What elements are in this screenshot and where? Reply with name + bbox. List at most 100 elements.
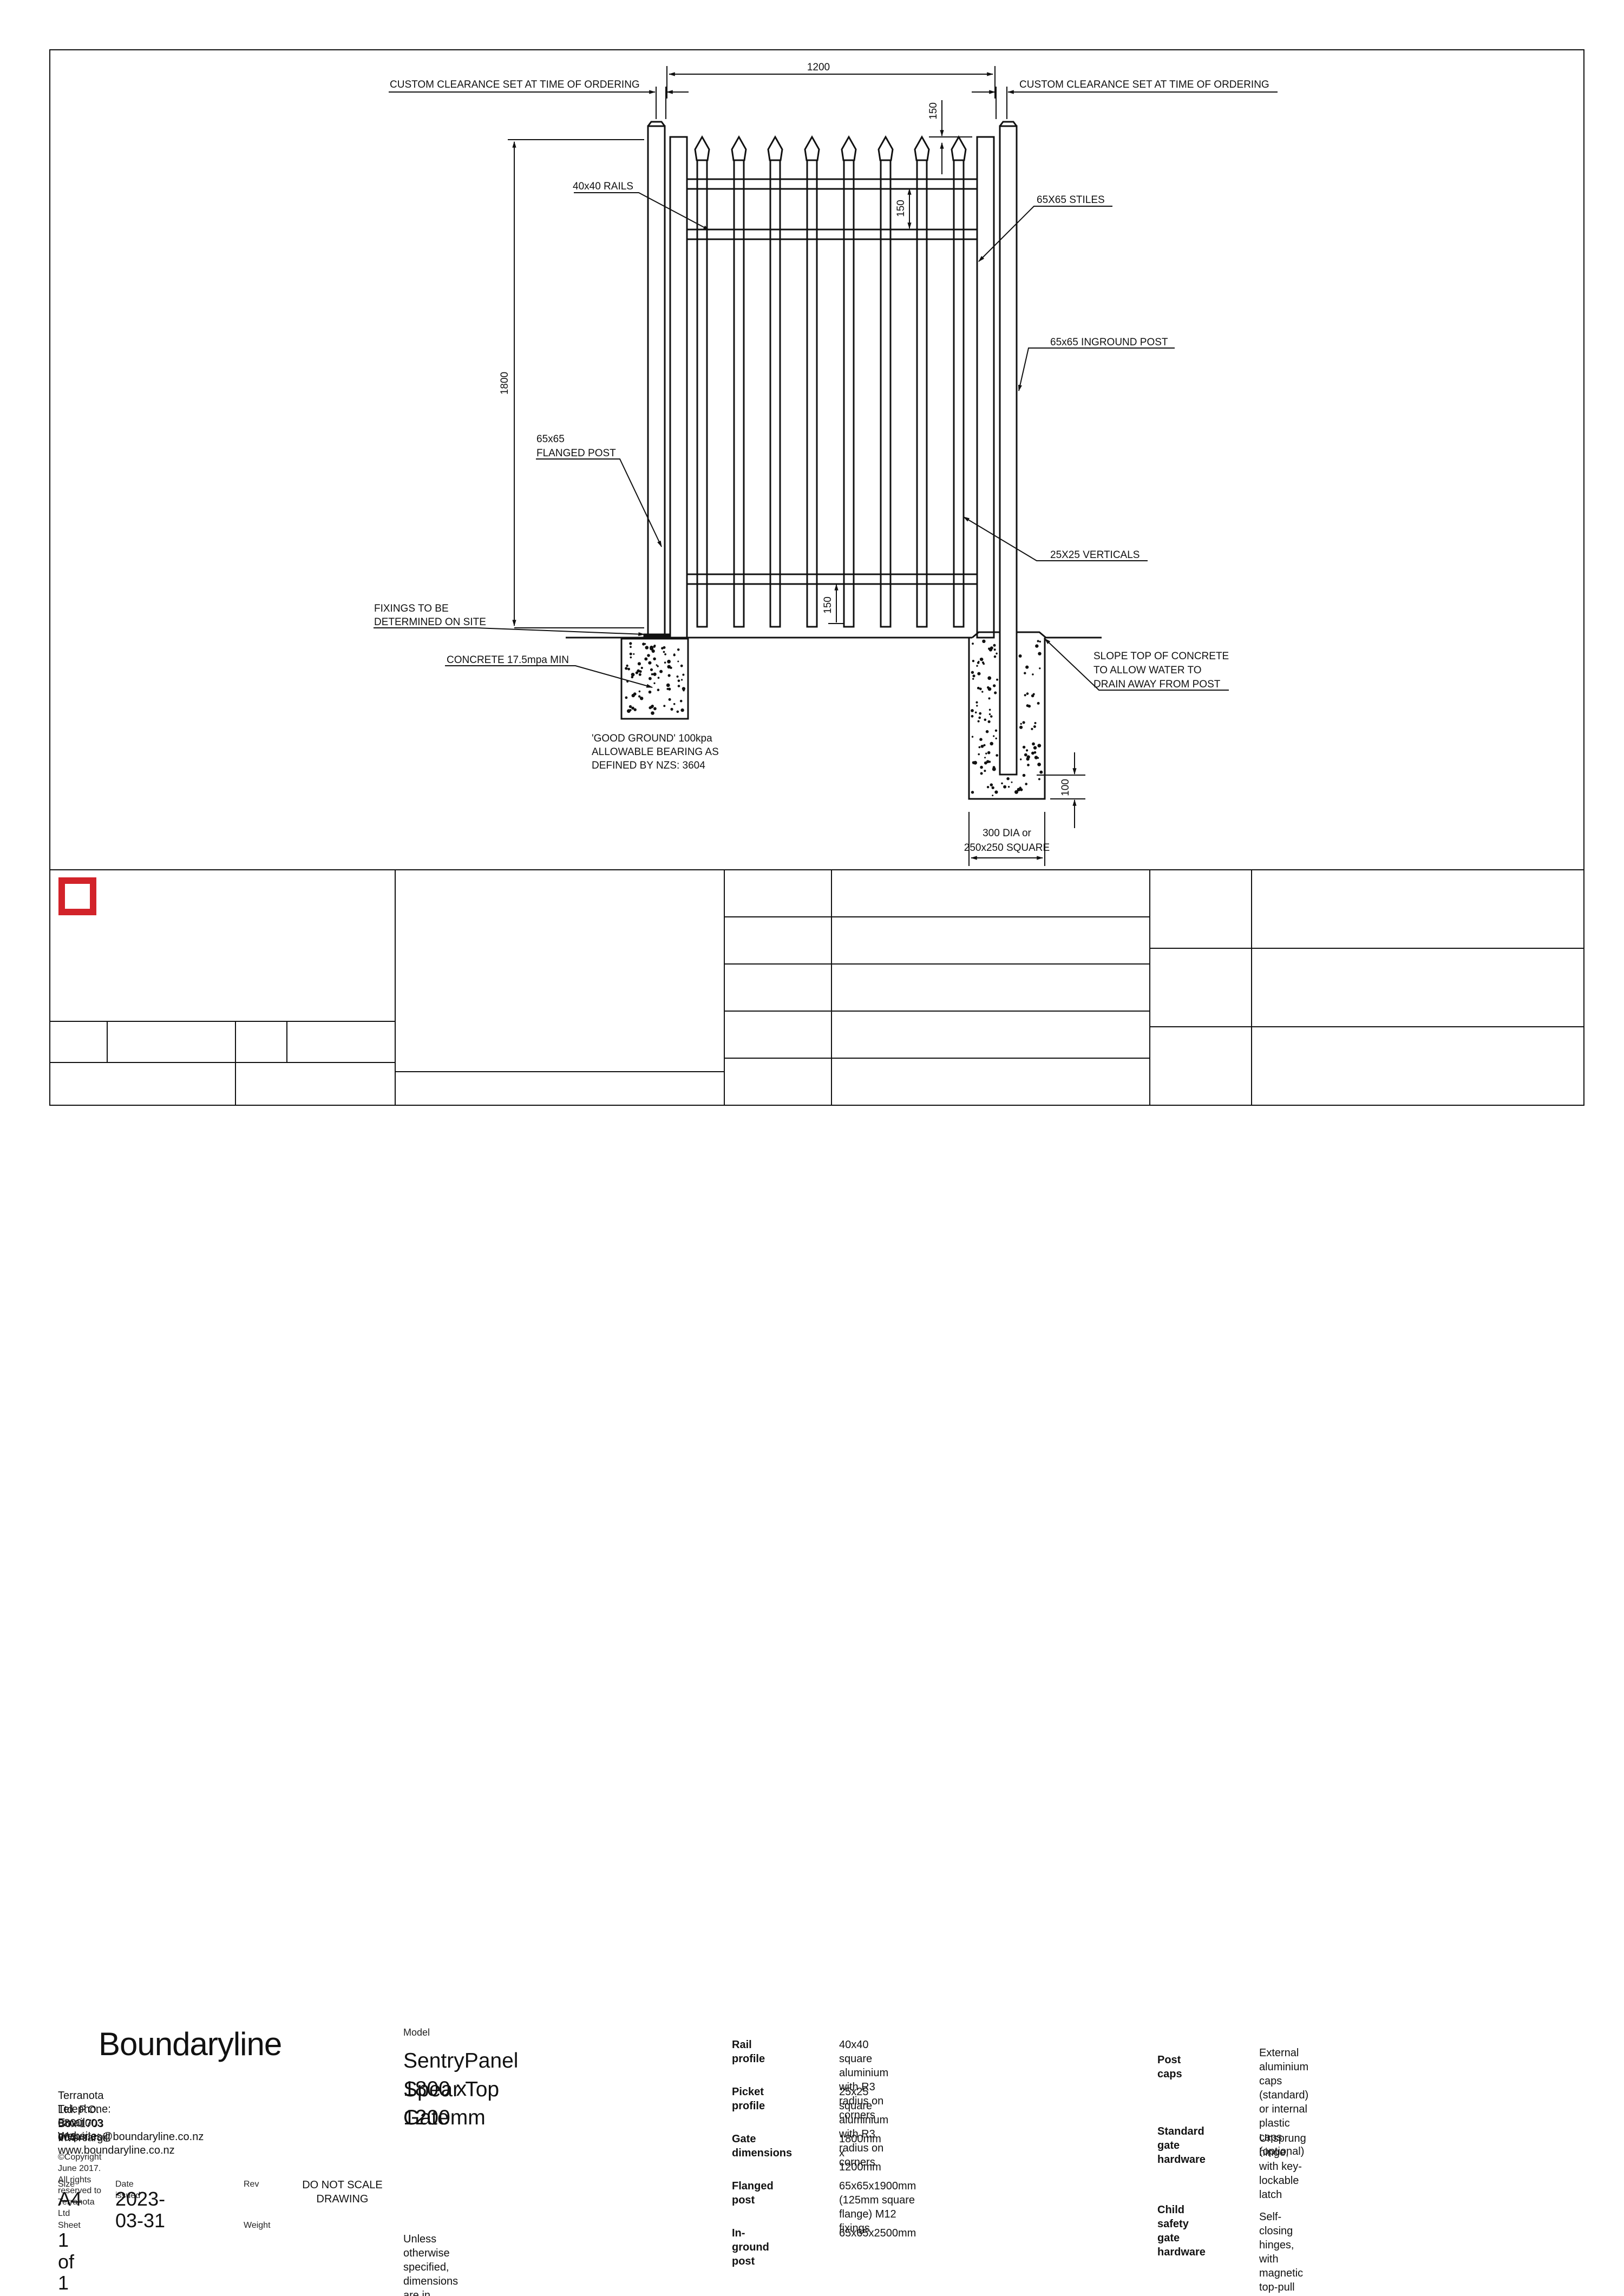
concrete-speckle [656,664,658,666]
hardware-label: Post caps [1157,2053,1182,2081]
concrete-speckle [983,744,985,746]
concrete-speckle [984,757,986,758]
concrete-speckle [666,688,669,690]
concrete-speckle [975,712,977,714]
concrete-speckle [980,658,982,660]
concrete-speckle [653,707,657,710]
bottom-rail [687,574,977,584]
concrete-speckle [1023,774,1026,777]
concrete-speckle [649,706,651,709]
model-label: Model [403,2026,430,2039]
concrete-speckle [973,761,977,765]
concrete-speckle [996,754,998,757]
model-size: 1800 x 1200mm [403,2075,486,2132]
size-value: A4 [58,2188,82,2210]
brand-name: Boundaryline [99,2023,281,2065]
concrete-speckle [979,712,981,715]
verticals-label: 25X25 VERTICALS [1050,549,1140,561]
height-dimension: 1800 [499,372,510,395]
picket [952,137,966,627]
flanged-post-label-1: 65x65 [536,434,565,445]
concrete-speckle [640,697,643,700]
concrete-speckle [994,691,997,694]
concrete-speckle [659,670,663,673]
concrete-speckle [994,655,997,658]
hardware-label-line: Post caps [1157,2053,1182,2081]
concrete-speckle [673,703,676,705]
concrete-speckle [666,684,670,687]
concrete-speckle [1034,722,1037,724]
spec-label: Rail profile [732,2038,765,2066]
hardware-value-line: Unsprung hinge, with key-lockable latch [1259,2131,1306,2202]
logo-mark [58,877,96,915]
clearance-right-label: CUSTOM CLEARANCE SET AT TIME OF ORDERING [1019,79,1269,90]
concrete-speckle [988,687,992,691]
gate-frame [644,122,1017,775]
concrete-speckle [989,713,991,715]
drawing-labels: CUSTOM CLEARANCE SET AT TIME OF ORDERING… [374,62,1269,854]
slope-label-1: SLOPE TOP OF CONCRETE [1093,651,1229,662]
concrete-speckle [1025,783,1027,785]
concrete-speckle [975,701,978,704]
hardware-value-line: External aluminium caps (standard) [1259,2046,1308,2102]
concrete-speckle [626,665,628,667]
spec-label: In-ground post [732,2226,769,2268]
concrete-speckle [682,674,684,676]
concrete-speckle [652,650,655,653]
concrete-speckle [638,670,640,671]
concrete-speckle [990,646,993,650]
leaders [374,193,1229,690]
footing-depth-dimension: 100 [1060,779,1071,796]
concrete-speckle [653,683,655,684]
concrete-speckle [972,736,973,738]
ground-label-1: 'GOOD GROUND' 100kpa [592,733,712,744]
concrete-speckle [1006,777,1010,780]
concrete-speckle [987,676,991,680]
concrete-speckle [1026,692,1029,695]
concrete-speckle [978,753,980,756]
spec-value: 1800mm x 1200mm [839,2132,881,2174]
concrete-speckle [669,698,671,701]
picket [842,137,856,627]
slope-label-2: TO ALLOW WATER TO [1093,665,1202,676]
concrete-speckle [653,646,656,648]
concrete-speckle [638,662,641,665]
concrete-speckle [639,673,641,676]
concrete-speckle [988,720,991,723]
pickets [695,137,966,627]
concrete-speckle [1003,785,1006,789]
concrete-speckle [1024,672,1026,674]
width-dimension: 1200 [807,62,830,73]
concrete-speckle [630,646,632,648]
title-block-grid [50,870,1584,1105]
left-stile [670,137,687,638]
concrete-speckle [653,658,656,661]
concrete-speckle [673,654,676,656]
hardware-value-line: Self-closing hinges, with magnetic top-p… [1259,2210,1303,2296]
ground-label-3: DEFINED BY NZS: 3604 [592,760,705,771]
inground-post-label: 65x65 INGROUND POST [1050,337,1168,348]
concrete-speckle [990,783,993,786]
do-not-scale-note: DO NOT SCALE DRAWING [295,2178,390,2206]
concrete-speckle [1026,757,1030,760]
concrete-speckle [630,657,632,659]
concrete-speckle [1039,667,1040,669]
concrete-speckle [992,767,996,771]
concrete-speckle [1028,705,1031,707]
concrete-label: CONCRETE 17.5mpa MIN [447,654,569,666]
concrete-speckle [996,653,998,655]
concrete-speckle [984,719,987,721]
concrete-speckle [651,711,654,715]
concrete-speckle [677,661,679,662]
spear-top [915,137,929,160]
concrete-speckle [977,672,980,675]
concrete-speckle [1020,758,1021,760]
concrete-speckle [680,700,683,703]
concrete-speckle [667,665,671,669]
concrete-speckle [993,684,996,687]
concrete-speckle [1019,654,1022,658]
concrete-speckle [990,716,992,718]
spec-label: Gate dimensions [732,2132,792,2160]
concrete-speckle [649,677,652,680]
